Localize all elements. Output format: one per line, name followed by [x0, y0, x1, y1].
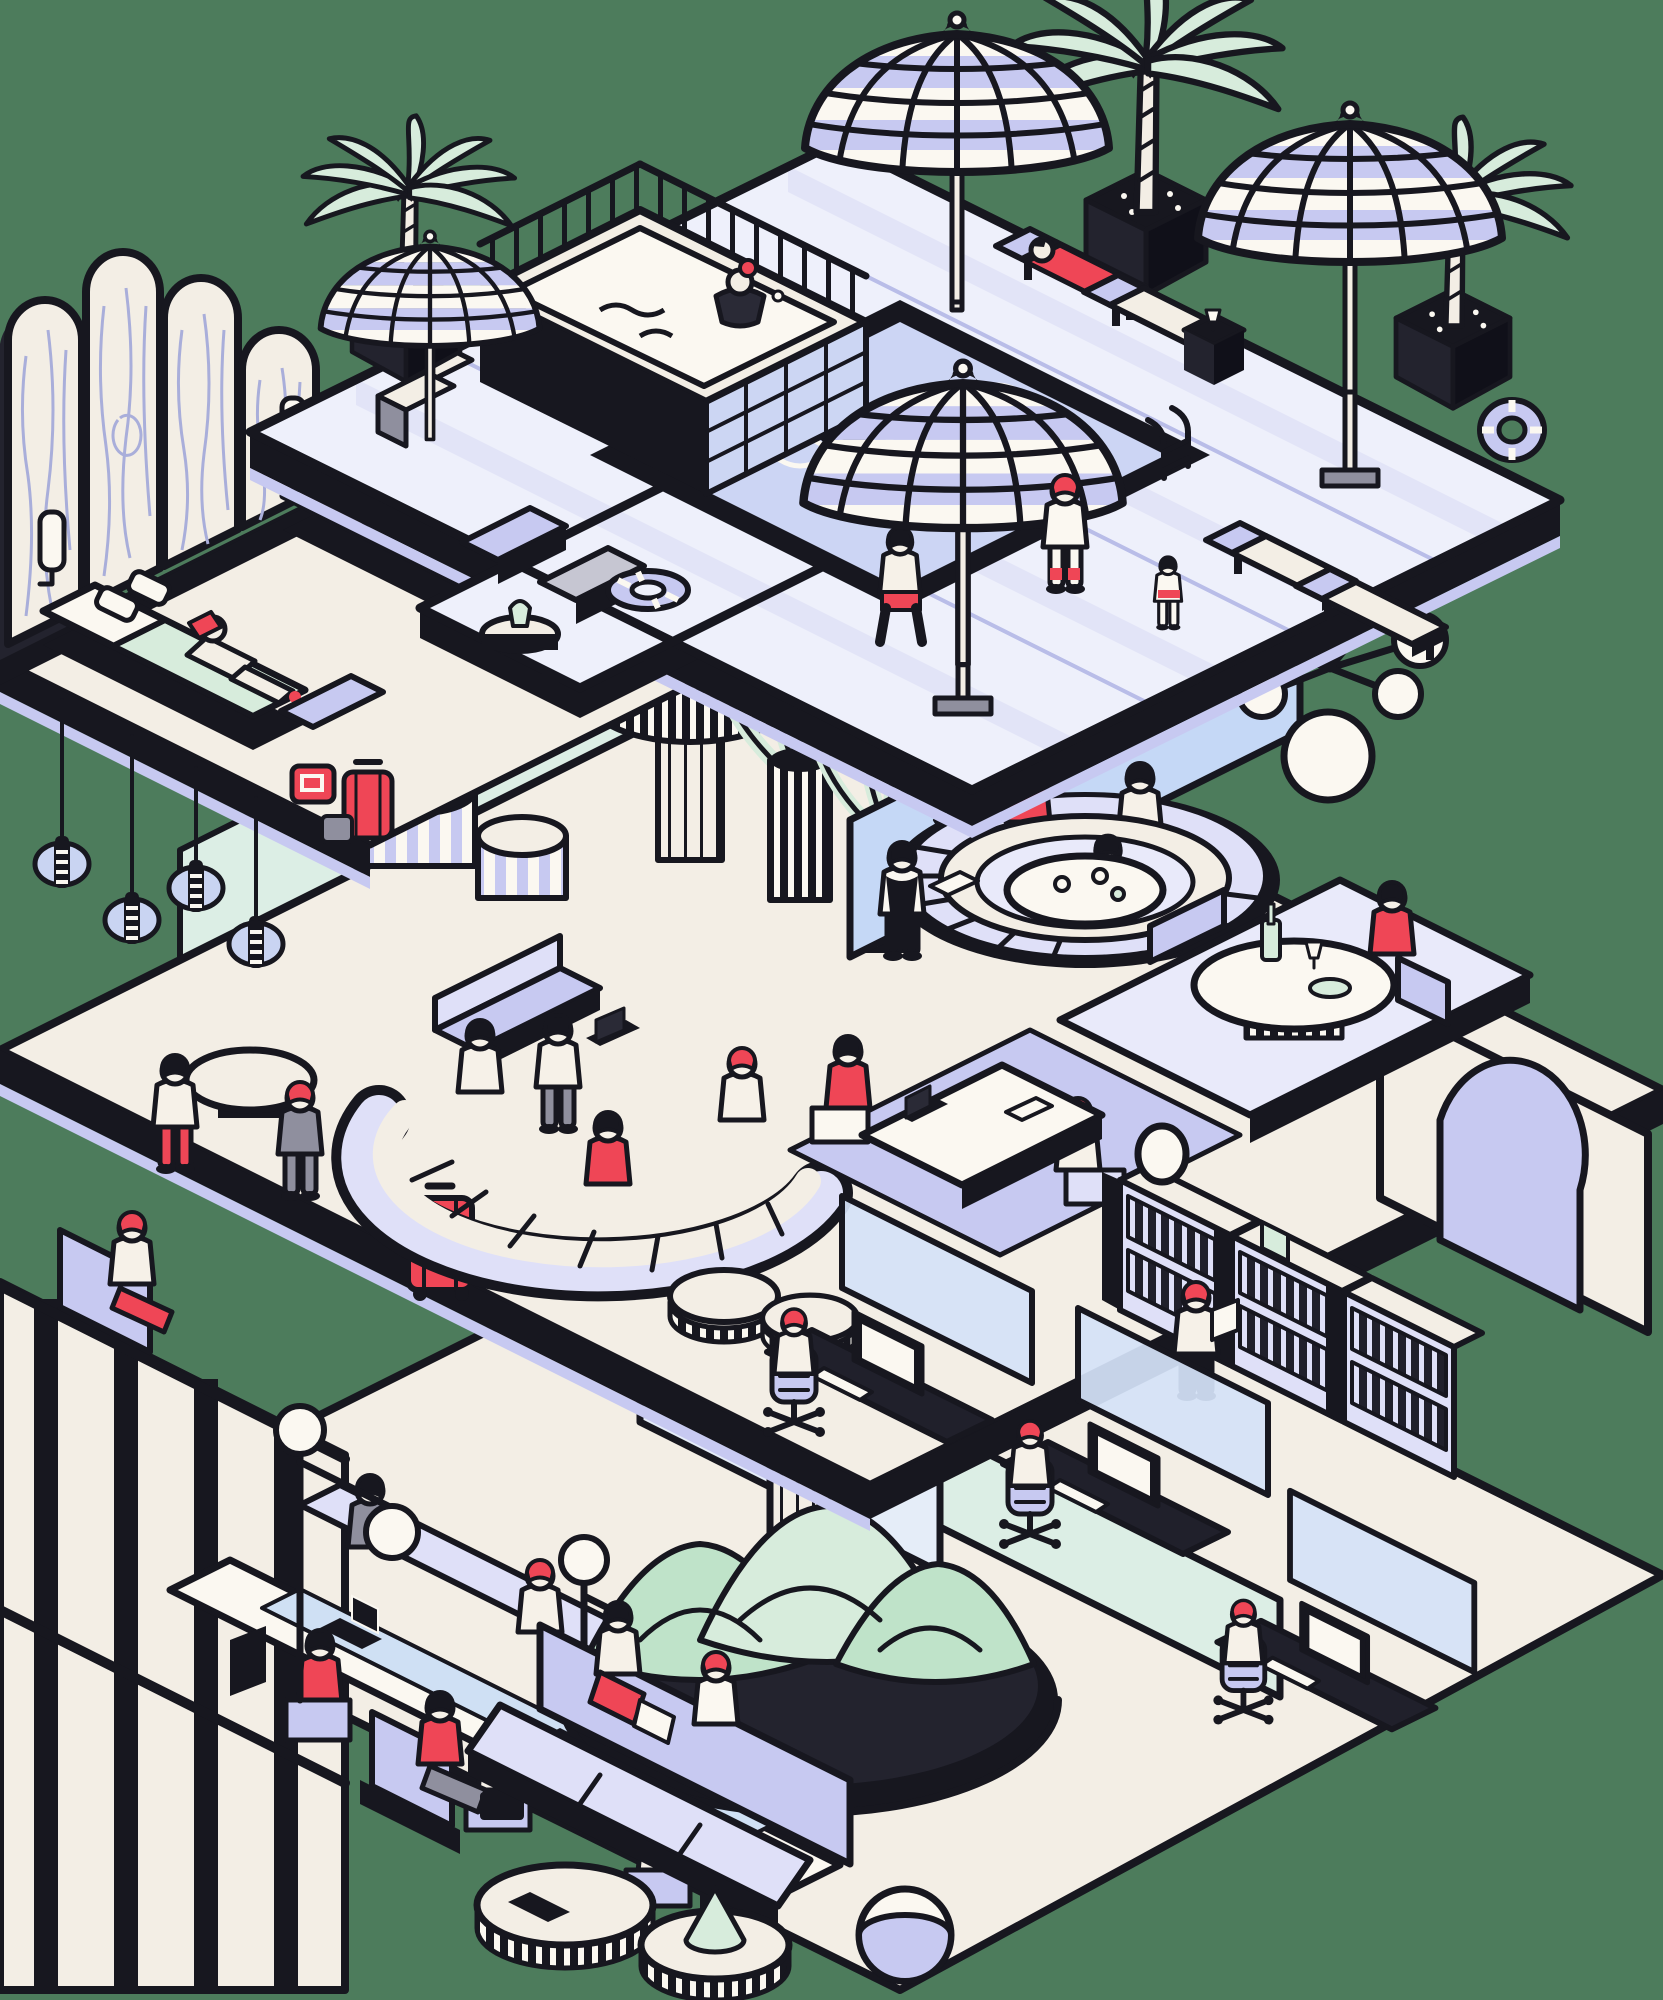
dining-area [1056, 876, 1534, 1143]
parasol [1190, 103, 1510, 489]
library-office [763, 1122, 1482, 1554]
meeting-area [787, 1027, 1243, 1258]
pool-ladder [1145, 405, 1191, 481]
dining-table [1190, 902, 1398, 1041]
lounge-sofa [464, 1602, 854, 1930]
wine-bottle [1260, 918, 1282, 962]
curved-sofa [331, 1020, 853, 1302]
tablet [1004, 1096, 1054, 1122]
lounge-area [360, 1602, 955, 2000]
child-running [1154, 557, 1181, 631]
floor-coworking-offices [0, 1156, 1663, 2000]
wine-glass [1304, 940, 1324, 970]
lobby-armchair-reader [57, 1212, 175, 1355]
lifebuoy [1477, 397, 1547, 463]
floor-rooftop [245, 0, 1663, 838]
round-mirror [1134, 1122, 1190, 1186]
parasol [797, 13, 1117, 313]
parasol-over-pool [795, 361, 1131, 717]
luggage-set [289, 759, 395, 844]
table-drinks [1053, 867, 1126, 902]
dining-chair [1147, 887, 1227, 965]
sofa-pillow [632, 1698, 676, 1745]
red-book [187, 610, 223, 640]
window-wall [0, 1278, 350, 1994]
swim-ring-on-deck [605, 568, 691, 612]
coffee-table [473, 1861, 657, 1971]
bed-with-reader [39, 569, 386, 750]
wood-grain [20, 287, 306, 617]
guest-walking [1043, 475, 1087, 594]
lounge-armchair [360, 1692, 524, 1854]
restaurant-booth [880, 750, 1280, 968]
cone-decor [683, 1885, 747, 1955]
wall-sconce [37, 509, 67, 587]
sun-loungers [996, 229, 1446, 660]
guest-at-pool-edge [875, 528, 927, 647]
ball-stool [855, 1885, 955, 1985]
stone-side-table [182, 1046, 318, 1118]
standing-reader [1174, 1282, 1240, 1401]
ferns [582, 1503, 1037, 1685]
hot-tub-ripples [598, 302, 674, 339]
waiter [880, 842, 980, 961]
hot-tub-bather [713, 258, 785, 329]
pole-globe-lamp [273, 1403, 421, 1704]
side-table-vase [479, 599, 561, 654]
floor-restaurant [846, 578, 1534, 1143]
coffee-table [637, 1885, 793, 2000]
cylinder-stool [475, 814, 569, 901]
diner [1370, 882, 1414, 954]
hanging-lanterns [35, 698, 283, 968]
decor-books [1260, 1220, 1290, 1263]
cocktail-side-table [1181, 308, 1247, 385]
laptop [508, 1892, 570, 1922]
arched-doorway-wall [1376, 996, 1652, 1336]
